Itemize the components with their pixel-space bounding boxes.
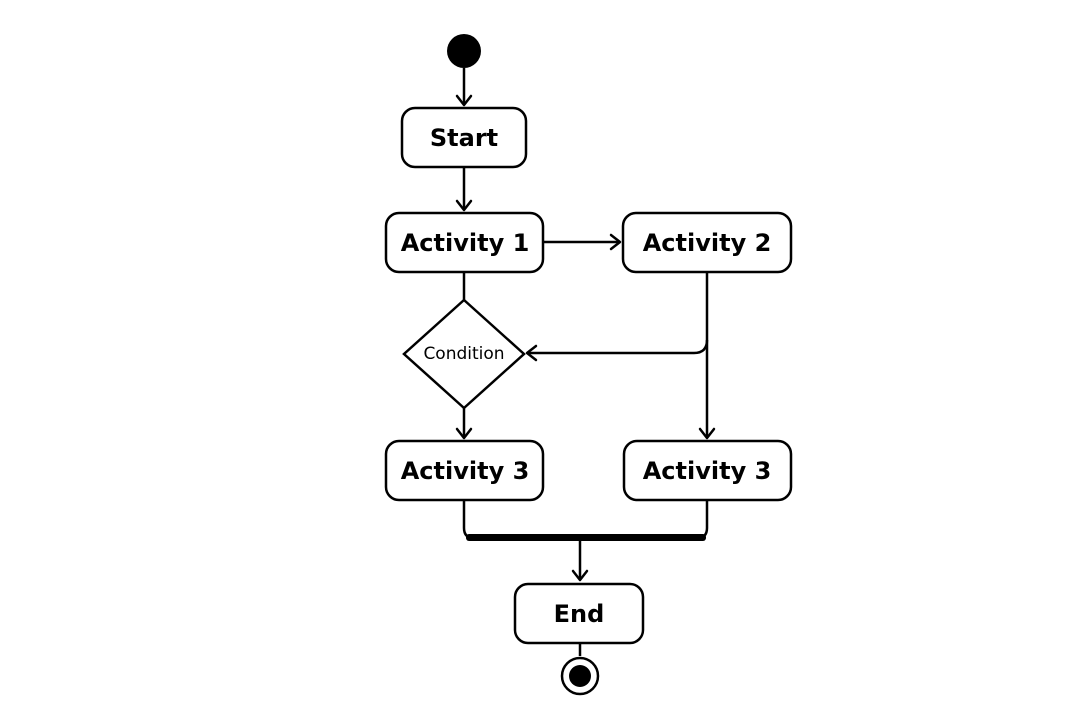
start-node-label: Start xyxy=(430,124,498,152)
activity-1-node[interactable]: Activity 1 xyxy=(384,211,545,274)
activity-3-right-node[interactable]: Activity 3 xyxy=(622,439,793,502)
edge-activity-1-to-activity-2 xyxy=(543,233,622,251)
edge-join-to-end xyxy=(571,541,589,582)
edge-condition-to-activity-3-left xyxy=(455,408,473,440)
final-node xyxy=(560,656,600,696)
condition-label: Condition xyxy=(423,344,504,364)
edge-start-to-activity-1 xyxy=(455,167,473,212)
join-edges xyxy=(462,500,709,540)
initial-node xyxy=(447,34,481,68)
activity-3-right-label: Activity 3 xyxy=(643,457,772,485)
edge-initial-to-start xyxy=(455,68,473,107)
activity-3-left-node[interactable]: Activity 3 xyxy=(384,439,545,502)
edge-activity-2-to-condition xyxy=(525,339,709,362)
condition-decision-node[interactable]: Condition xyxy=(402,298,526,410)
activity-2-label: Activity 2 xyxy=(643,229,772,257)
activity-1-label: Activity 1 xyxy=(401,229,530,257)
end-node[interactable]: End xyxy=(513,582,645,645)
activity-3-left-label: Activity 3 xyxy=(401,457,530,485)
activity-2-node[interactable]: Activity 2 xyxy=(621,211,793,274)
join-bar xyxy=(466,534,706,541)
edge-activity-2-to-activity-3-right xyxy=(698,272,716,440)
start-node[interactable]: Start xyxy=(400,106,528,169)
end-node-label: End xyxy=(554,600,605,628)
